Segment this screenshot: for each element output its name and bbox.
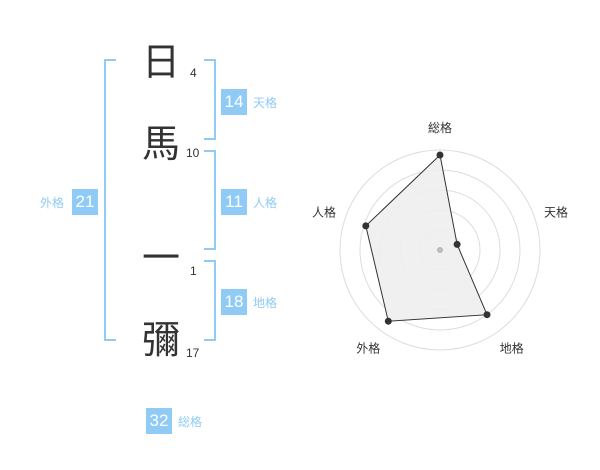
tenkaku-score-badge: 14 <box>221 89 247 115</box>
tenkaku-bracket <box>204 59 216 140</box>
stroke-count-1: 4 <box>190 66 197 80</box>
radar-point-1 <box>436 151 444 159</box>
radar-center-dot <box>437 247 443 253</box>
chikaku-score-badge: 18 <box>221 289 247 315</box>
chikaku-label: 地格 <box>253 296 278 310</box>
name-char-4: 彌 <box>141 318 180 362</box>
soukaku-label: 総格 <box>178 415 203 429</box>
radar-axis-label-5: 人格 <box>312 204 336 219</box>
gaikaku-label: 外格 <box>40 196 65 210</box>
jinkaku-score-badge: 11 <box>221 189 247 215</box>
gaikaku-score-badge: 21 <box>72 189 98 215</box>
name-char-3: 一 <box>141 236 180 280</box>
stroke-count-2: 10 <box>186 146 200 160</box>
radar-axis-label-4: 外格 <box>356 341 380 356</box>
chikaku-bracket <box>204 260 216 341</box>
gaikaku-bracket <box>104 59 116 341</box>
radar-point-2 <box>453 240 461 248</box>
radar-axis-label-3: 地格 <box>500 341 524 356</box>
radar-area <box>365 154 488 322</box>
jinkaku-label: 人格 <box>253 196 278 210</box>
soukaku-score-badge: 32 <box>146 408 172 434</box>
radar-axis-label-1: 総格 <box>428 120 452 135</box>
stroke-count-3: 1 <box>190 264 197 278</box>
radar-point-5 <box>362 222 370 230</box>
name-char-2: 馬 <box>141 122 180 166</box>
tenkaku-label: 天格 <box>253 96 278 110</box>
radar-point-4 <box>384 317 392 325</box>
stroke-count-4: 17 <box>186 346 200 360</box>
radar-point-3 <box>483 311 491 319</box>
jinkaku-bracket <box>204 150 216 250</box>
name-char-1: 日 <box>141 40 180 84</box>
radar-axis-label-2: 天格 <box>544 204 568 219</box>
